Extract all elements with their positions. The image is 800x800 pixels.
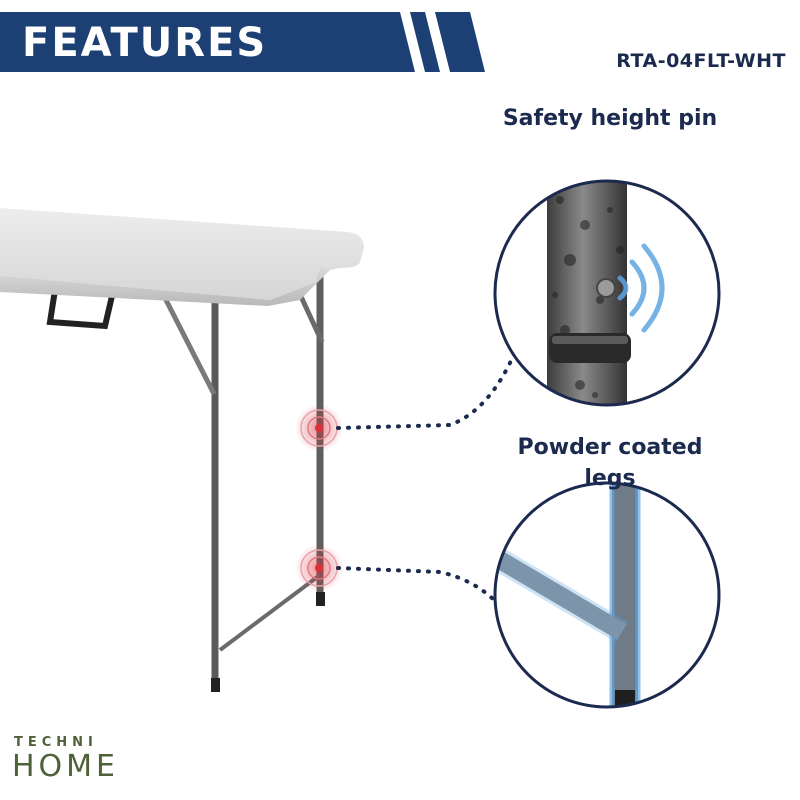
banner-title: FEATURES bbox=[22, 20, 268, 66]
feature-label-height-pin: Safety height pin bbox=[502, 106, 718, 131]
detail-circle-height-pin bbox=[493, 179, 721, 407]
pin-button bbox=[596, 278, 616, 298]
hotspot-legs bbox=[295, 544, 343, 592]
connector-line-legs bbox=[336, 566, 499, 605]
detail-circle-legs bbox=[493, 481, 721, 709]
table-top bbox=[0, 208, 364, 300]
table-edge bbox=[0, 266, 330, 306]
hotspot-height-pin bbox=[295, 404, 343, 452]
table-foot bbox=[211, 678, 220, 692]
carry-handle bbox=[46, 289, 115, 330]
brand-logo-top: TECHNI bbox=[14, 735, 98, 750]
feature-label-legs: Powder coated legs bbox=[517, 435, 703, 491]
table-foot bbox=[316, 592, 325, 606]
brand-logo-bottom: HOME bbox=[12, 749, 120, 784]
model-number: RTA-04FLT-WHT bbox=[616, 50, 786, 72]
table-brace-right bbox=[295, 288, 325, 344]
brand-logo: TECHNI HOME bbox=[12, 735, 132, 790]
table-brace-lower bbox=[218, 573, 322, 652]
table-brace-left bbox=[162, 296, 217, 396]
features-banner: FEATURES bbox=[0, 12, 490, 72]
signal-waves-icon bbox=[617, 243, 665, 333]
connector-line-pin bbox=[336, 350, 517, 430]
banner-shape bbox=[0, 12, 485, 72]
folding-table bbox=[0, 208, 364, 692]
